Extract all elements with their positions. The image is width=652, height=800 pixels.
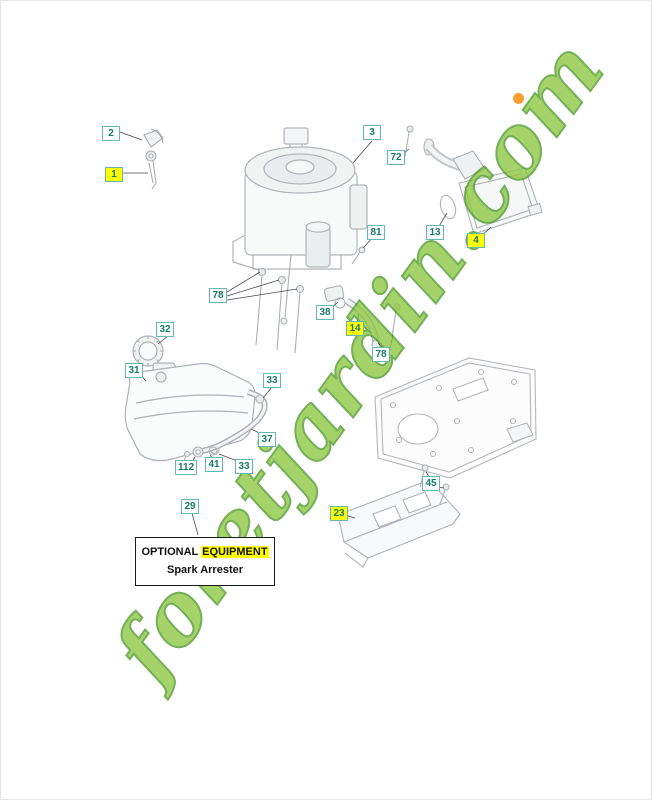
exhaust-hose-drawing <box>323 285 401 351</box>
callout-38[interactable]: 38 <box>316 305 334 320</box>
callout-81[interactable]: 81 <box>367 225 385 240</box>
optional-equipment-title-highlight: EQUIPMENT <box>201 546 269 558</box>
callout-13[interactable]: 13 <box>426 225 444 240</box>
ignition-key-drawing <box>143 128 164 190</box>
callout-29[interactable]: 29 <box>181 499 199 514</box>
callout-14[interactable]: 14 <box>346 321 364 336</box>
callout-72[interactable]: 72 <box>387 150 405 165</box>
fuel-line-drawing <box>181 389 268 466</box>
callout-37[interactable]: 37 <box>258 432 276 447</box>
optional-equipment-title: OPTIONAL EQUIPMENT <box>136 546 274 558</box>
callout-1[interactable]: 1 <box>105 167 123 182</box>
callout-78[interactable]: 78 <box>372 347 390 362</box>
engine-mounting-bolts-drawing <box>255 267 305 354</box>
air-intake-drawing <box>404 125 543 235</box>
engine-drawing <box>232 127 368 325</box>
optional-equipment-subtitle: Spark Arrester <box>166 564 244 576</box>
callout-3[interactable]: 3 <box>363 125 381 140</box>
bolt-81-drawing <box>351 246 366 265</box>
callout-45[interactable]: 45 <box>422 476 440 491</box>
callout-78[interactable]: 78 <box>209 288 227 303</box>
chassis-plate-drawing <box>374 357 537 479</box>
optional-equipment-title-prefix: OPTIONAL <box>141 546 202 558</box>
callout-112[interactable]: 112 <box>175 460 198 475</box>
callout-2[interactable]: 2 <box>102 126 120 141</box>
callout-41[interactable]: 41 <box>205 457 223 472</box>
callout-33[interactable]: 33 <box>235 459 253 474</box>
callout-32[interactable]: 32 <box>156 322 174 337</box>
optional-equipment-box: OPTIONAL EQUIPMENT Spark Arrester <box>135 537 275 586</box>
callout-31[interactable]: 31 <box>125 363 143 378</box>
callout-4[interactable]: 4 <box>467 233 485 248</box>
callout-23[interactable]: 23 <box>330 506 348 521</box>
callout-33[interactable]: 33 <box>263 373 281 388</box>
